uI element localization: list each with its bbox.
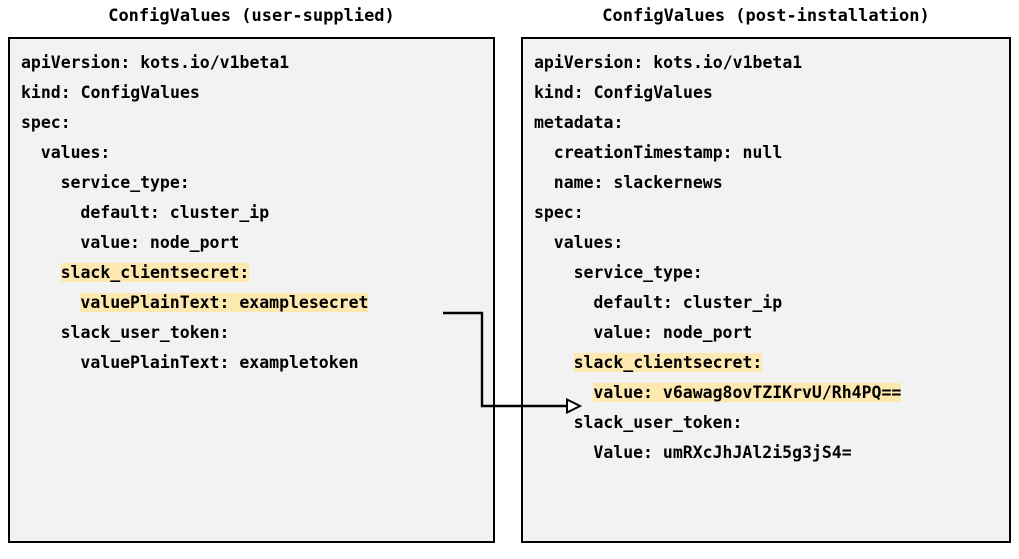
right_panel-line: slack_user_token: — [534, 408, 1007, 438]
left_panel-line-text: values: — [40, 143, 111, 162]
right_panel-line-text: slack_user_token: — [573, 413, 743, 432]
right_panel-line-text: spec: — [534, 203, 584, 222]
right_panel-line: kind: ConfigValues — [534, 78, 1007, 108]
left_panel-line: spec: — [21, 108, 491, 138]
left_panel-line: valuePlainText: examplesecret — [21, 288, 491, 318]
right_panel-line-text: kind: ConfigValues — [534, 83, 713, 102]
left-yaml-block: apiVersion: kots.io/v1beta1 kind: ConfigV… — [21, 48, 491, 378]
left_panel-line-text: valuePlainText: exampletoken — [80, 353, 359, 372]
right_panel-line-text: metadata: — [534, 113, 624, 132]
right_panel-line-text: Value: umRXcJhJAl2i5g3jS4= — [593, 443, 852, 462]
left_panel-line-text: slack_user_token: — [60, 323, 230, 342]
right_panel-line: name: slackernews — [534, 168, 1007, 198]
right_panel-line: metadata: — [534, 108, 1007, 138]
right_panel-line-text: service_type: — [573, 263, 703, 282]
right_panel-line: slack_clientsecret: — [534, 348, 1007, 378]
left_panel-line-text: slack_clientsecret: — [60, 263, 250, 282]
right_panel-line: value: v6awag8ovTZIKrvU/Rh4PQ== — [534, 378, 1007, 408]
right-panel-title: ConfigValues (post-installation) — [602, 6, 930, 26]
left_panel-line: default: cluster_ip — [21, 198, 491, 228]
right_panel-line: values: — [534, 228, 1007, 258]
right_panel-line-text: apiVersion: kots.io/v1beta1 — [534, 53, 803, 72]
left_panel-line: apiVersion: kots.io/v1beta1 — [21, 48, 491, 78]
left_panel-line-text: value: node_port — [80, 233, 240, 252]
left_panel-line: value: node_port — [21, 228, 491, 258]
right_panel-line: value: node_port — [534, 318, 1007, 348]
right_panel-line-text: value: v6awag8ovTZIKrvU/Rh4PQ== — [593, 383, 902, 402]
left_panel-line: values: — [21, 138, 491, 168]
left_panel-line: valuePlainText: exampletoken — [21, 348, 491, 378]
right_panel-line-text: default: cluster_ip — [593, 293, 783, 312]
left_panel-line-text: apiVersion: kots.io/v1beta1 — [21, 53, 290, 72]
left_panel-line: service_type: — [21, 168, 491, 198]
left_panel-line-text: valuePlainText: examplesecret — [80, 293, 369, 312]
configvalues-user-supplied-panel: apiVersion: kots.io/v1beta1 kind: ConfigV… — [8, 37, 495, 543]
left_panel-line: slack_user_token: — [21, 318, 491, 348]
right_panel-line: spec: — [534, 198, 1007, 228]
right_panel-line-text: slack_clientsecret: — [573, 353, 763, 372]
left_panel-line: slack_clientsecret: — [21, 258, 491, 288]
right_panel-line: apiVersion: kots.io/v1beta1 — [534, 48, 1007, 78]
left_panel-line-text: kind: ConfigValues — [21, 83, 200, 102]
right_panel-line-text: creationTimestamp: null — [553, 143, 783, 162]
right_panel-line-text: value: node_port — [593, 323, 753, 342]
right_panel-line: Value: umRXcJhJAl2i5g3jS4= — [534, 438, 1007, 468]
left_panel-line-text: default: cluster_ip — [80, 203, 270, 222]
right_panel-line-text: values: — [553, 233, 624, 252]
left_panel-line-text: service_type: — [60, 173, 190, 192]
right_panel-line: default: cluster_ip — [534, 288, 1007, 318]
right-yaml-block: apiVersion: kots.io/v1beta1 kind: ConfigV… — [534, 48, 1007, 468]
left-panel-title: ConfigValues (user-supplied) — [108, 6, 395, 26]
right_panel-line: service_type: — [534, 258, 1007, 288]
left_panel-line: kind: ConfigValues — [21, 78, 491, 108]
configvalues-post-installation-panel: apiVersion: kots.io/v1beta1 kind: ConfigV… — [521, 37, 1011, 543]
right_panel-line-text: name: slackernews — [553, 173, 723, 192]
right_panel-line: creationTimestamp: null — [534, 138, 1007, 168]
left_panel-line-text: spec: — [21, 113, 71, 132]
